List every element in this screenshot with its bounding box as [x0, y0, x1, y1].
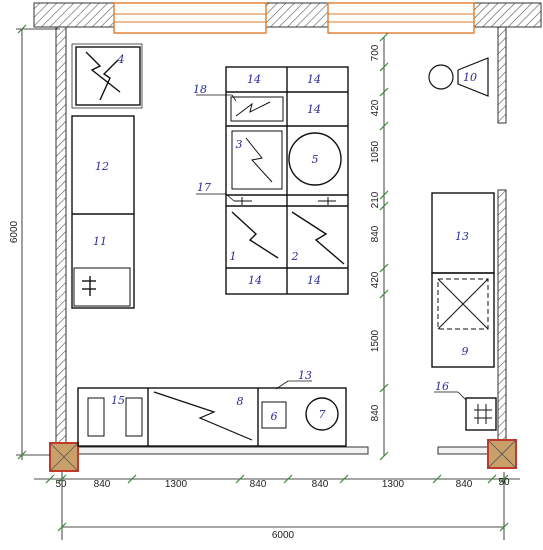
right-dimension-ticks	[379, 32, 389, 461]
columns	[49, 439, 517, 472]
number-2: 2	[291, 250, 299, 263]
wall-bottom-right	[437, 446, 489, 455]
number-11: 11	[93, 235, 107, 248]
number-14-top-right: 14	[307, 73, 321, 86]
window-2	[327, 2, 475, 34]
equipment-4	[71, 43, 143, 109]
equipment-12-11	[71, 115, 135, 309]
bottom-tick-3	[235, 474, 245, 484]
bottom-tick-5	[339, 474, 349, 484]
number-13-right: 13	[455, 230, 469, 243]
leaders	[196, 94, 467, 401]
bottom-tick-6	[432, 474, 442, 484]
equipment-10	[428, 57, 489, 97]
right-tick-2	[379, 87, 389, 97]
bottom-dim-2: 1300	[165, 479, 188, 490]
number-14-bottom-left: 14	[248, 274, 262, 287]
equipment-numbers: 1 2 3 4 5 6 7 8 9 10 11 12 13 13 14 14 1…	[93, 53, 477, 423]
number-16: 16	[435, 380, 449, 393]
equipment-bottom-line	[77, 387, 347, 447]
bottom-dim-4: 840	[312, 479, 329, 490]
right-dim-7: 840	[370, 404, 381, 421]
right-dim-1: 420	[370, 99, 381, 116]
equipment-16	[465, 397, 497, 431]
dimension-lines	[16, 28, 520, 540]
bottom-tick-0	[45, 474, 55, 484]
bottom-tick-2	[127, 474, 137, 484]
windows	[113, 2, 475, 34]
number-12: 12	[95, 160, 109, 173]
dimension-labels: 6000 6000 50 840 1300 840 840 1300 840 5…	[9, 44, 510, 541]
right-tick-3	[379, 121, 389, 131]
number-14-mid-right: 14	[307, 103, 321, 116]
bottom-tick-4	[283, 474, 293, 484]
wall-left	[55, 26, 67, 446]
equipment-central-block	[225, 66, 349, 295]
overall-width-label: 6000	[272, 530, 295, 541]
number-17: 17	[197, 181, 211, 194]
number-14-bottom-right: 14	[307, 274, 321, 287]
right-tick-6	[379, 263, 389, 273]
bottom-tick-8	[499, 474, 509, 484]
right-dim-4: 840	[370, 225, 381, 242]
bottom-tick-7	[487, 474, 497, 484]
right-tick-4	[379, 190, 389, 200]
bottom-dim-6: 840	[456, 479, 473, 490]
number-4: 4	[117, 53, 125, 66]
equipment-13-right	[431, 192, 495, 368]
right-tick-8	[379, 383, 389, 393]
end-ticks	[17, 24, 509, 532]
number-1: 1	[230, 250, 237, 263]
wall-bottom-left	[77, 446, 369, 455]
number-10: 10	[463, 71, 477, 84]
right-tick-0	[379, 32, 389, 42]
overall-height-label: 6000	[9, 220, 20, 243]
bottom-tick-1	[57, 474, 67, 484]
number-15: 15	[111, 394, 125, 407]
bottom-dim-5: 1300	[382, 479, 405, 490]
number-13-bottom: 13	[298, 369, 312, 382]
bottom-dimension-ticks	[45, 474, 509, 484]
right-tick-1	[379, 62, 389, 72]
right-tick-9	[379, 451, 389, 461]
number-5: 5	[312, 153, 319, 166]
wall-right-upper	[497, 26, 507, 124]
number-9: 9	[462, 345, 469, 358]
right-tick-5	[379, 201, 389, 211]
right-tick-7	[379, 289, 389, 299]
bottom-dim-1: 840	[94, 479, 111, 490]
right-dim-0: 700	[370, 44, 381, 61]
number-18: 18	[193, 83, 207, 96]
number-7: 7	[319, 408, 326, 421]
bottom-dim-7: 50	[498, 477, 510, 488]
number-14-top-left: 14	[247, 73, 261, 86]
right-dim-2: 1050	[370, 140, 381, 163]
right-dim-6: 1500	[370, 329, 381, 352]
bottom-dim-3: 840	[250, 479, 267, 490]
number-6: 6	[271, 410, 278, 423]
right-dim-3: 210	[370, 191, 381, 208]
window-1	[113, 2, 267, 34]
number-3: 3	[236, 138, 243, 151]
wall-right-lower	[497, 189, 507, 446]
number-8: 8	[237, 395, 244, 408]
bottom-dim-0: 50	[55, 479, 67, 490]
right-dim-5: 420	[370, 271, 381, 288]
